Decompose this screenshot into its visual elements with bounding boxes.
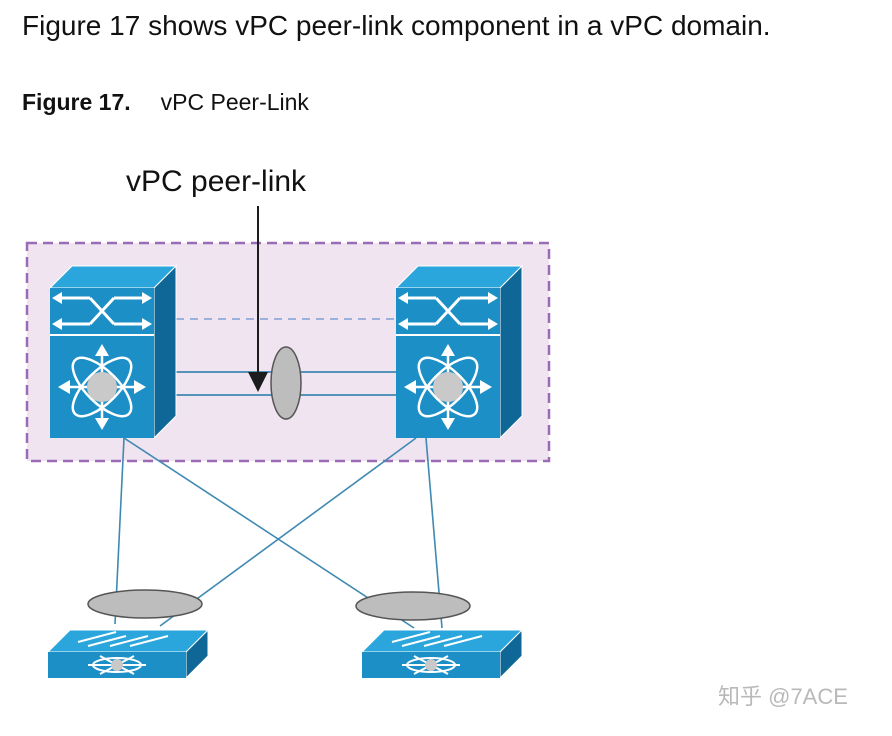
figure-caption: Figure 17. vPC Peer-Link bbox=[22, 86, 309, 118]
vpc-peer-switch-right bbox=[394, 264, 524, 440]
watermark: 知乎 @7ACE bbox=[718, 684, 848, 709]
figure-title: vPC Peer-Link bbox=[160, 89, 309, 115]
downstream-switch-left bbox=[47, 629, 209, 679]
vpc-peer-switch-left bbox=[48, 264, 178, 440]
intro-text: Figure 17 shows vPC peer-link component … bbox=[22, 10, 771, 41]
peer-link-port-channel bbox=[270, 346, 302, 420]
figure-number: Figure 17. bbox=[22, 89, 131, 115]
peer-link-label: vPC peer-link bbox=[126, 165, 307, 198]
downstream-port-channel-left bbox=[87, 589, 203, 619]
downstream-switch-right bbox=[361, 629, 523, 679]
downstream-port-channel-right bbox=[355, 591, 471, 621]
